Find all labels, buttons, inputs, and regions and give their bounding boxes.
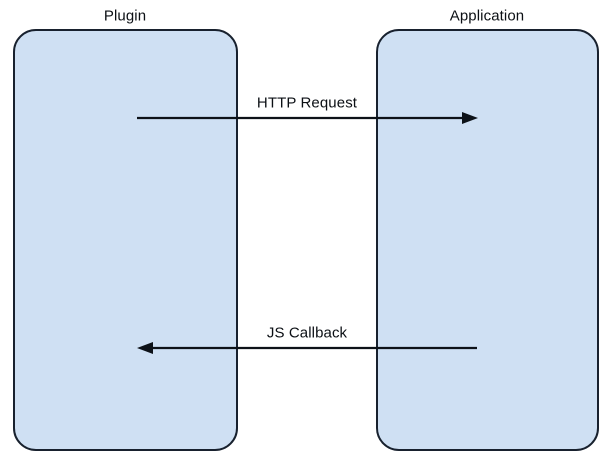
arrowhead-left-icon xyxy=(137,342,153,354)
node-label-application: Application xyxy=(449,7,525,25)
edge-label-http-request: HTTP Request xyxy=(252,94,362,112)
edge-label-js-callback: JS Callback xyxy=(262,324,352,342)
edge-http-request[interactable] xyxy=(137,112,478,124)
edge-js-callback[interactable] xyxy=(137,342,477,354)
arrowhead-right-icon xyxy=(462,112,478,124)
node-label-plugin: Plugin xyxy=(103,7,147,25)
node-shape-plugin[interactable] xyxy=(13,29,238,451)
node-shape-application[interactable] xyxy=(376,29,599,451)
